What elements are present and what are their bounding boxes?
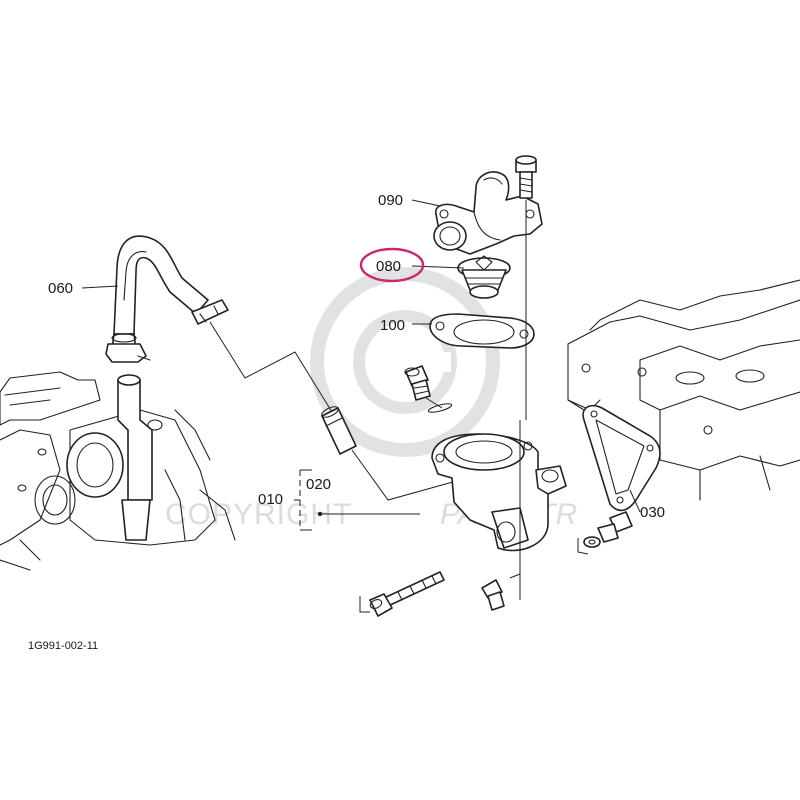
cover-bolt (515, 155, 537, 420)
part-label-090[interactable]: 090 (378, 192, 403, 209)
leader-dot (317, 511, 323, 517)
highlight-ring-080 (359, 247, 425, 283)
thermostat-080 (457, 255, 511, 299)
copyright-watermark: COPYRIGHT PARTSTR (165, 267, 577, 531)
part-label-030[interactable]: 030 (640, 504, 665, 521)
label-leaders (81, 199, 641, 513)
housing-bolt-long (359, 571, 445, 617)
part-label-100[interactable]: 100 (380, 317, 405, 334)
hose-020 (321, 406, 357, 455)
thermostat-housing (431, 433, 567, 552)
part-label-020[interactable]: 020 (306, 476, 331, 493)
part-labels: 090 080 100 060 020 010 030 (48, 192, 665, 521)
part-label-010[interactable]: 010 (258, 491, 283, 508)
assembly-leader-lines (209, 321, 461, 515)
watermark-circle (310, 267, 500, 457)
drawing-code: 1G991-002-11 (28, 640, 98, 652)
housing-bolt-short (481, 420, 521, 611)
block-bolt-washer (577, 511, 633, 555)
label-bracket-010 (294, 469, 323, 531)
gasket-100 (429, 313, 535, 349)
hose-clip-fitting (191, 299, 229, 325)
watermark-gap (405, 352, 451, 372)
part-label-060[interactable]: 060 (48, 280, 73, 297)
thermostat-cover-090 (433, 171, 543, 255)
part-label-080[interactable]: 080 (376, 258, 401, 275)
water-pump-housing (0, 371, 236, 571)
gasket-030 (582, 404, 661, 512)
drain-plug-bolt (404, 365, 453, 413)
bypass-hose-060 (105, 235, 209, 363)
